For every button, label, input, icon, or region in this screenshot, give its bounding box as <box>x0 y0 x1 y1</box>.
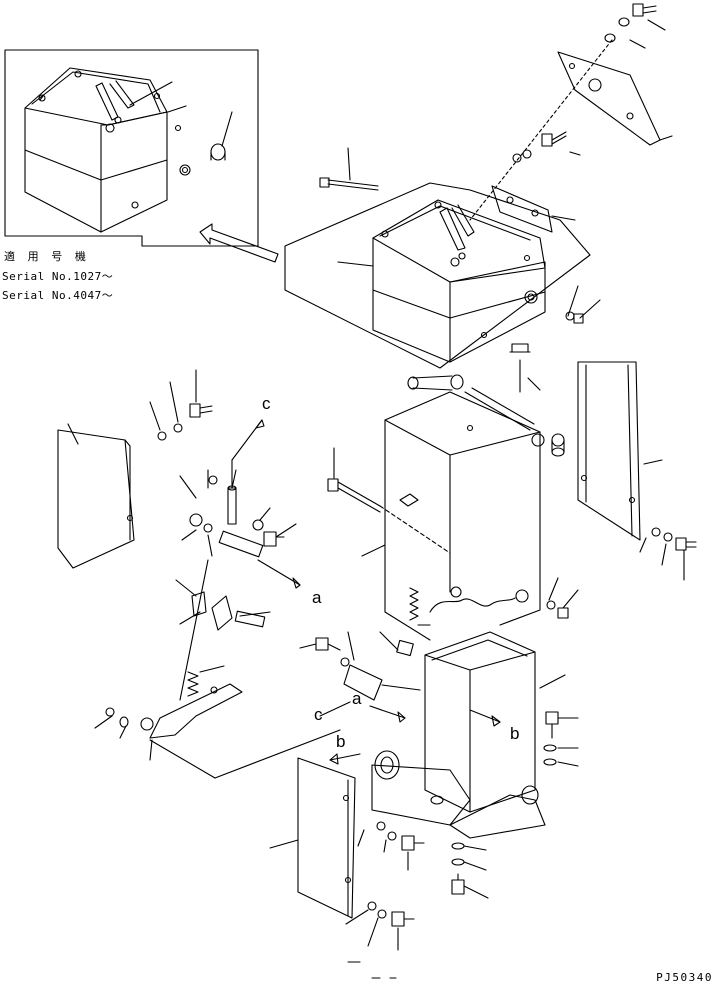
ref-letter-a-lower: a <box>352 689 362 708</box>
ref-letter-b-left: b <box>336 732 346 751</box>
drawing-code: PJ50340 <box>656 971 713 984</box>
right-side-panel <box>546 361 697 619</box>
main-box <box>327 343 565 641</box>
direction-arrow <box>199 223 279 263</box>
left-side-panel <box>57 369 213 569</box>
ref-letter-b-right: b <box>510 724 520 743</box>
ref-letter-a-upper: a <box>312 588 322 607</box>
bottom-cover-panel <box>269 701 425 979</box>
ref-letter-c-lower: c <box>314 705 323 724</box>
pedal-linkage <box>94 419 341 779</box>
lower-bracket <box>299 631 579 899</box>
applicability-title: 適 用 号 機 <box>4 250 89 263</box>
upper-cover-assembly <box>284 3 673 369</box>
ref-letter-c-top: c <box>262 394 271 413</box>
inset-cover-assembly <box>24 67 233 233</box>
inset-frame <box>4 49 259 247</box>
serial-number-2: Serial No.4047～ <box>2 289 114 302</box>
serial-number-1: Serial No.1027～ <box>2 270 114 283</box>
